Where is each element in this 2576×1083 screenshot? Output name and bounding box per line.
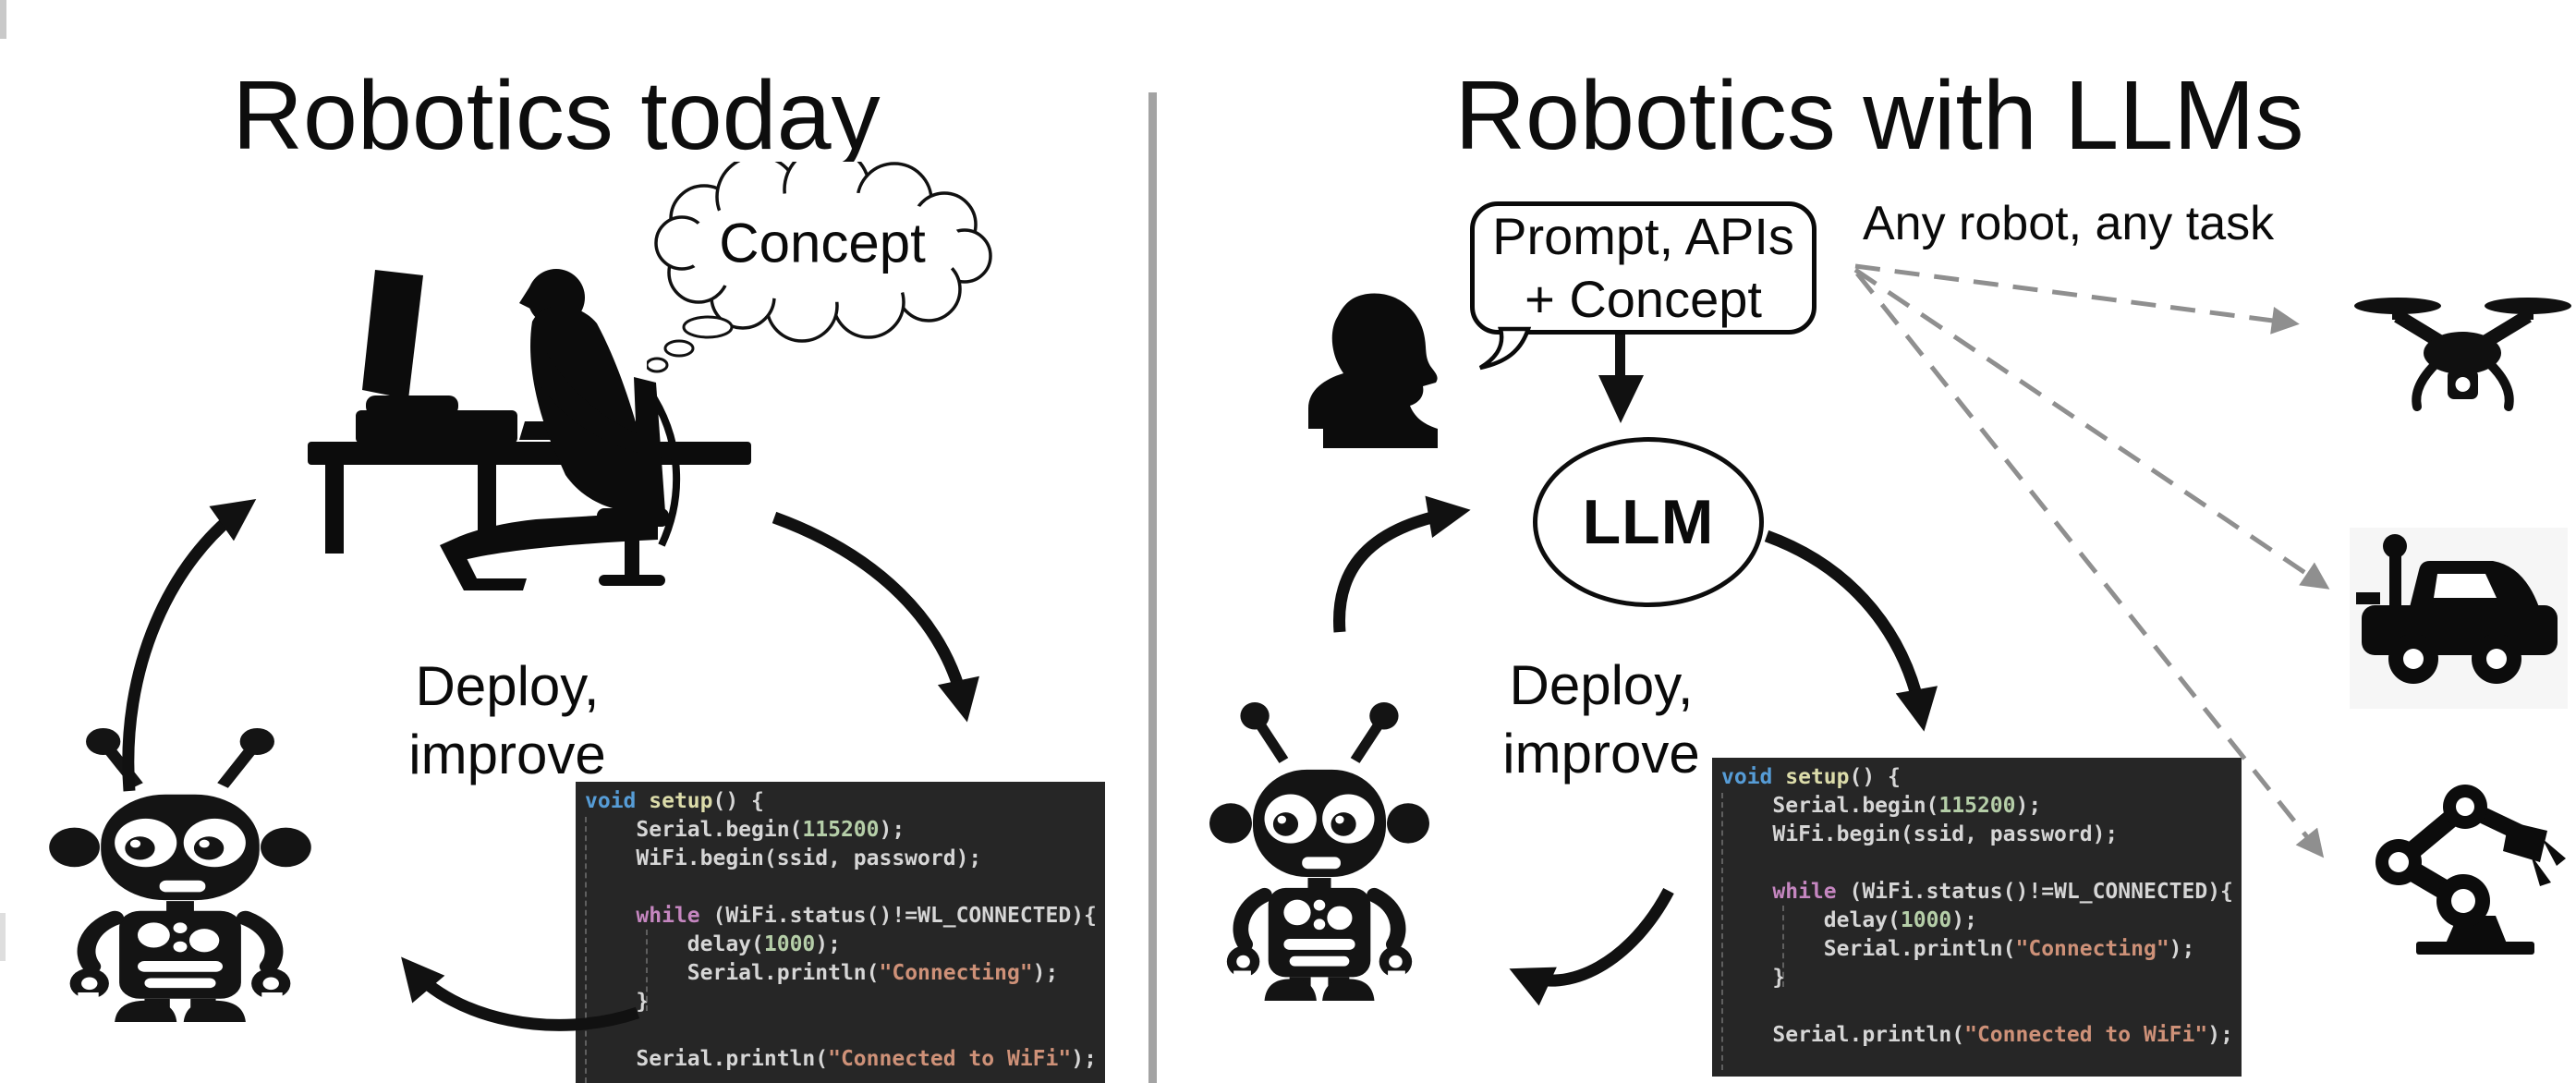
code-content: void setup() { Serial.begin(115200); WiF… <box>585 789 1097 1071</box>
screen-edge-artifact <box>0 913 6 961</box>
code-editor-right: void setup() { Serial.begin(115200); WiF… <box>1712 758 2242 1077</box>
cycle-arrow-left-down <box>772 511 979 723</box>
dashed-arrow-to-rover <box>1853 267 2330 590</box>
screen-edge-artifact <box>0 0 6 39</box>
indent-guide <box>646 930 648 1011</box>
code-editor-left: void setup() { Serial.begin(115200); WiF… <box>576 782 1105 1083</box>
robot-arm-icon <box>2376 785 2566 955</box>
speech-bubble-tail <box>1478 326 1532 371</box>
thought-cloud-icon <box>647 162 992 373</box>
deploy-improve-label: Deploy, improve <box>408 655 606 785</box>
dashed-arrow-to-arm <box>1855 272 2325 858</box>
person-at-desk-icon <box>308 269 751 590</box>
cycle-arrow-right-return <box>1509 887 1674 1006</box>
cycle-arrow-right-up <box>1333 495 1471 633</box>
llm-label: LLM <box>1582 487 1715 557</box>
speech-bubble: Prompt, APIs + Concept <box>1470 201 1817 335</box>
llm-node: LLM <box>1533 437 1764 607</box>
panel-divider <box>1148 92 1157 1083</box>
head-silhouette-icon <box>1308 293 1438 448</box>
drone-icon <box>2354 298 2571 411</box>
indent-guide <box>1782 906 1784 987</box>
left-panel-title: Robotics today <box>232 61 881 170</box>
dashed-arrow-to-drone <box>1854 263 2300 335</box>
cycle-arrow-right-down <box>1764 529 1938 732</box>
indent-guide <box>585 817 587 1083</box>
any-robot-label: Any robot, any task <box>1863 197 2275 250</box>
right-panel-title: Robotics with LLMs <box>1454 61 2304 170</box>
cycle-arrow-left-up <box>122 499 257 792</box>
thought-bubble-label: Concept <box>719 212 926 274</box>
rover-car-icon <box>2356 534 2558 684</box>
cycle-arrow-left-return <box>401 956 640 1031</box>
deploy-improve-label: Deploy, improve <box>1502 654 1700 785</box>
prompt-to-llm-arrow <box>1598 335 1644 423</box>
indent-guide <box>1721 793 1723 1070</box>
code-content: void setup() { Serial.begin(115200); WiF… <box>1721 765 2233 1047</box>
